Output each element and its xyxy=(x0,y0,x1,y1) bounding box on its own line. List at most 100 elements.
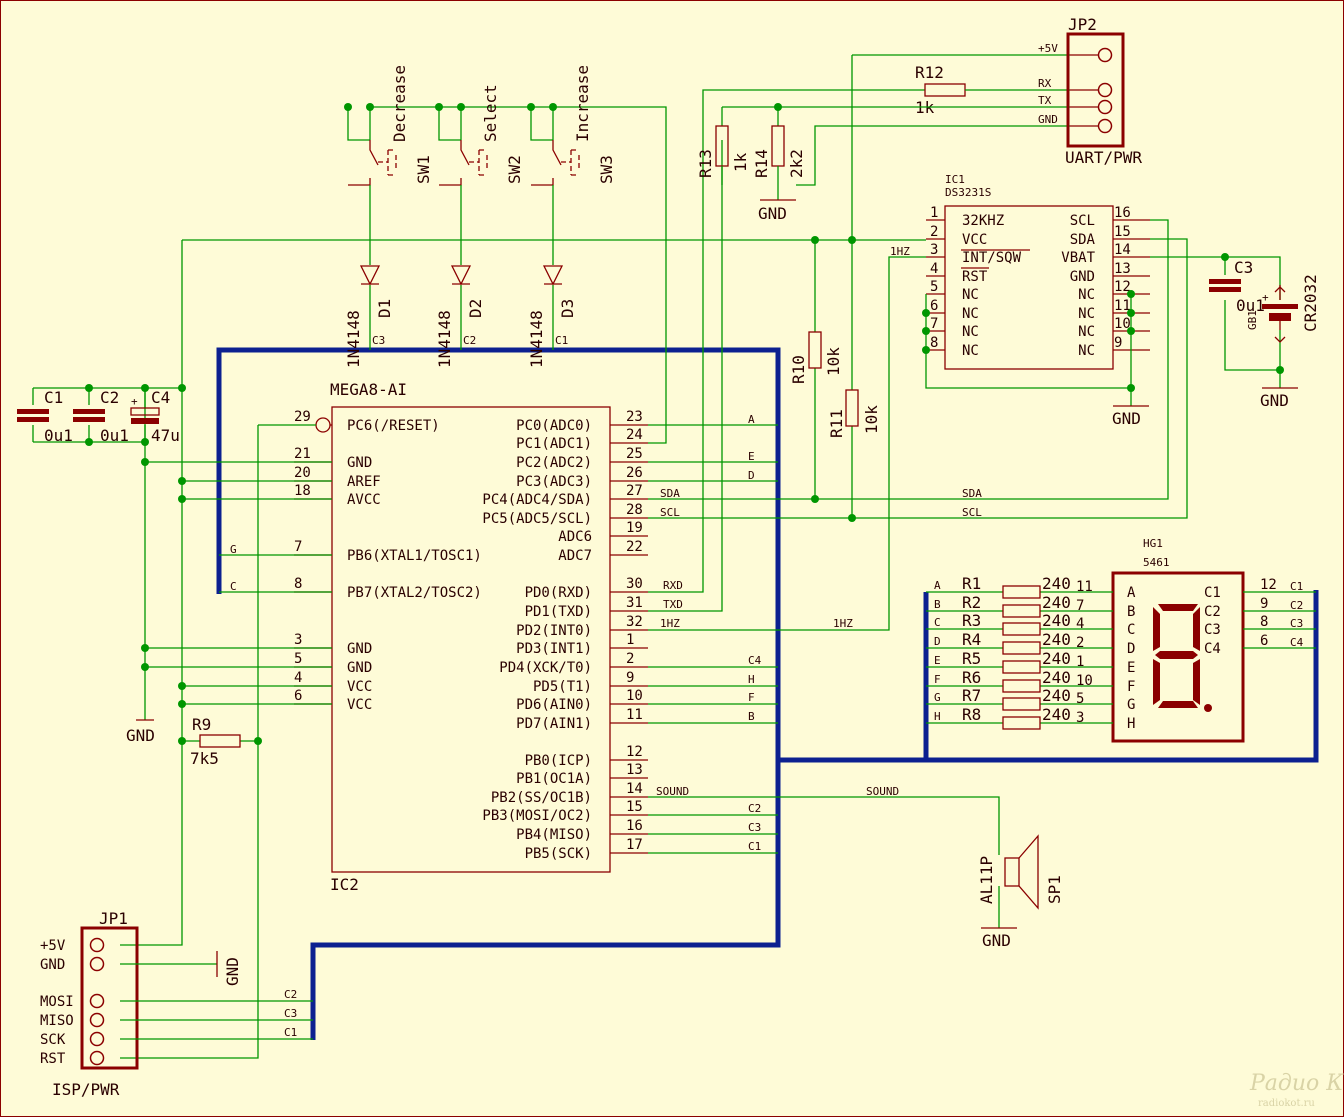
pin-number: 13 xyxy=(626,762,643,778)
svg-text:R2: R2 xyxy=(962,593,981,612)
svg-text:2: 2 xyxy=(1076,635,1084,651)
svg-text:16: 16 xyxy=(1114,205,1131,221)
pin-name: PB0(ICP) xyxy=(525,753,592,769)
uart-resistors: R12 1k R13 1k R14 2k2 GND xyxy=(696,54,1070,223)
svg-text:1N4148: 1N4148 xyxy=(435,310,454,368)
svg-text:SCL: SCL xyxy=(1070,213,1095,229)
svg-text:GB1: GB1 xyxy=(1246,310,1259,330)
svg-text:1N4148: 1N4148 xyxy=(527,310,546,368)
svg-text:F: F xyxy=(934,673,941,686)
pin-name: ADC7 xyxy=(558,548,592,564)
cap-c2: C2 0u1 xyxy=(73,388,129,445)
svg-text:D1: D1 xyxy=(375,299,394,318)
svg-text:R9: R9 xyxy=(192,715,211,734)
svg-text:R5: R5 xyxy=(962,649,981,668)
svg-text:RST: RST xyxy=(962,269,988,285)
svg-text:ISP/PWR: ISP/PWR xyxy=(52,1080,120,1099)
pin-name: PD0(RXD) xyxy=(525,585,592,601)
pin-number: 26 xyxy=(626,465,643,481)
gnd-label-1: GND xyxy=(126,726,155,745)
svg-text:+: + xyxy=(131,395,138,408)
svg-text:R12: R12 xyxy=(915,63,944,82)
svg-text:Decrease: Decrease xyxy=(390,65,409,142)
svg-text:7: 7 xyxy=(930,316,938,332)
pin-name: PC3(ADC3) xyxy=(516,474,592,490)
svg-text:IC1: IC1 xyxy=(945,173,965,186)
svg-text:240: 240 xyxy=(1042,649,1071,668)
pin-number: 21 xyxy=(294,446,311,462)
svg-text:C3: C3 xyxy=(1290,617,1303,630)
pin-number: 9 xyxy=(626,670,634,686)
svg-text:D2: D2 xyxy=(466,299,485,318)
svg-text:B: B xyxy=(1127,604,1135,620)
svg-text:NC: NC xyxy=(1078,343,1095,359)
pin-name: PC4(ADC4/SDA) xyxy=(482,492,592,508)
svg-text:MISO: MISO xyxy=(40,1013,74,1029)
svg-text:C3: C3 xyxy=(372,334,385,347)
net-label-g: G xyxy=(230,543,237,556)
svg-text:MOSI: MOSI xyxy=(40,994,74,1010)
pin-number: 23 xyxy=(626,409,643,425)
svg-text:JP2: JP2 xyxy=(1068,15,1097,34)
svg-text:NC: NC xyxy=(962,324,979,340)
svg-text:R4: R4 xyxy=(962,630,981,649)
svg-text:C2: C2 xyxy=(100,388,119,407)
net-label-scl: SCL xyxy=(962,506,982,519)
svg-text:F: F xyxy=(748,691,755,704)
svg-text:RXD: RXD xyxy=(663,579,683,592)
pin-number: 12 xyxy=(626,744,643,760)
pin-number: 31 xyxy=(626,595,643,611)
pin-number: 18 xyxy=(294,483,311,499)
svg-text:E: E xyxy=(1127,660,1135,676)
svg-text:H: H xyxy=(934,710,941,723)
svg-text:R6: R6 xyxy=(962,668,981,687)
pin-name: PB6(XTAL1/TOSC1) xyxy=(347,548,482,564)
svg-text:5: 5 xyxy=(930,279,938,295)
svg-text:1: 1 xyxy=(1076,654,1084,670)
pin-name: PC6(/RESET) xyxy=(347,418,440,434)
pin-name: PD7(AIN1) xyxy=(516,716,592,732)
svg-text:B: B xyxy=(934,598,941,611)
svg-text:SDA: SDA xyxy=(1070,232,1096,248)
svg-text:10: 10 xyxy=(1114,316,1131,332)
bus-lines xyxy=(216,347,1319,1040)
svg-text:12: 12 xyxy=(1260,577,1277,593)
pin-number: 5 xyxy=(294,651,302,667)
net-label-c: C xyxy=(230,580,237,593)
svg-text:D: D xyxy=(748,469,755,482)
pin-name: PD1(TXD) xyxy=(525,604,592,620)
svg-text:12: 12 xyxy=(1114,279,1131,295)
svg-text:5: 5 xyxy=(1076,691,1084,707)
svg-text:SOUND: SOUND xyxy=(656,785,689,798)
svg-text:SCL: SCL xyxy=(660,506,680,519)
net-label-sda: SDA xyxy=(962,487,982,500)
svg-text:A: A xyxy=(748,413,755,426)
svg-text:UART/PWR: UART/PWR xyxy=(1065,148,1142,167)
svg-text:240: 240 xyxy=(1042,593,1071,612)
jp1-pin: GND xyxy=(40,956,105,973)
svg-text:E: E xyxy=(748,450,755,463)
pin-name: GND xyxy=(347,660,372,676)
pin-number: 32 xyxy=(626,614,643,630)
gnd-label-ic1: GND xyxy=(1112,409,1141,428)
svg-text:AL11P: AL11P xyxy=(977,856,996,904)
pin-name: PC5(ADC5/SCL) xyxy=(482,511,592,527)
svg-text:VCC: VCC xyxy=(962,232,987,248)
